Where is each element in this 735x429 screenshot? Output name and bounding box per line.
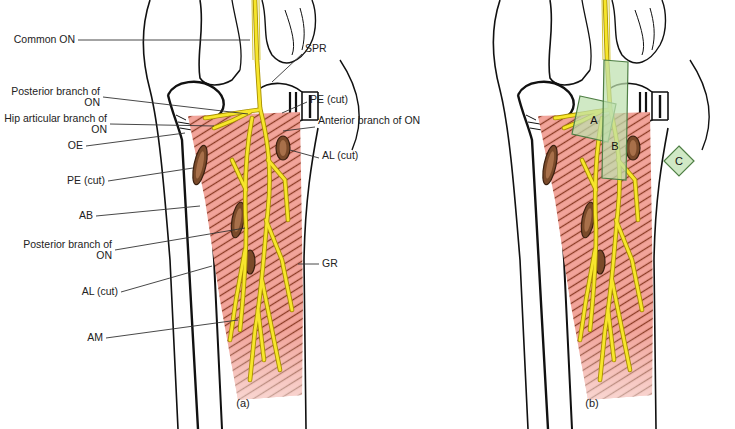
anatomy-label: Common ON [0,34,75,45]
anatomy-label: Hip articular branch of ON [3,113,107,135]
anatomy-label: PE (cut) [310,94,370,105]
region-box: C [664,146,694,176]
panel-letter: (b) [577,398,607,409]
region-outline [602,60,628,180]
anatomy-label: SPR [305,43,355,54]
anatomy-label: AL (cut) [58,286,118,297]
anatomy-label: Posterior branch of ON [22,239,112,261]
anatomy-label: AL (cut) [322,150,382,161]
anatomy-label: OE [43,140,83,151]
panel-letter: (a) [228,398,258,409]
anatomy-label: AB [53,210,93,221]
anatomy-label: PE (cut) [45,175,105,186]
anatomy-label: Anterior branch of ON [318,115,428,126]
anatomy-label: GR [322,258,362,269]
anatomy-label: AM [63,332,103,343]
anatomy-label: Posterior branch of ON [10,86,100,108]
region-letter: C [664,146,694,167]
region-letter: B [602,60,628,152]
region-box: B [602,60,628,180]
